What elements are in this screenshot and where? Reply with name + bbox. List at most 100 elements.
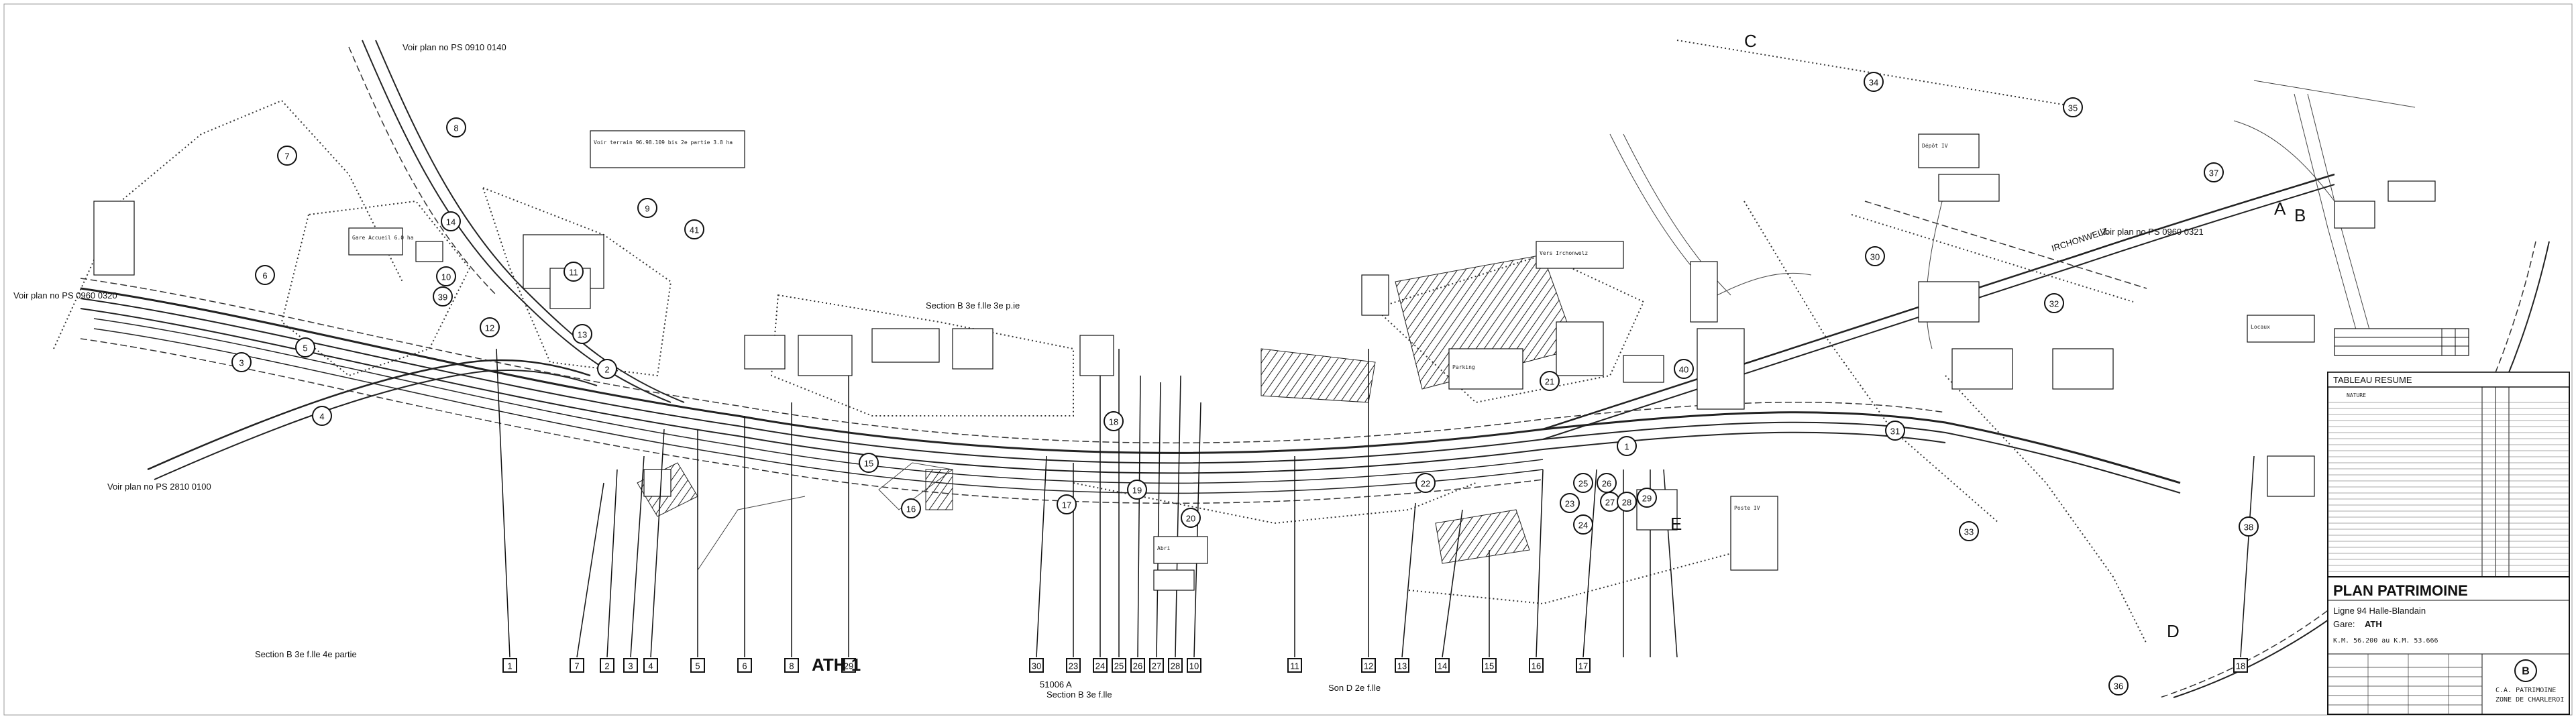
section-letter-a: A xyxy=(2274,199,2286,219)
parcel-circle-14: 14 xyxy=(441,211,461,231)
parcel-circle-10: 10 xyxy=(436,266,456,286)
reference-square-number: 23 xyxy=(1069,661,1078,671)
parcel-circle-30: 30 xyxy=(1865,246,1885,266)
callout-text-4: Parking xyxy=(1452,364,1475,370)
parcel-circle-number: 23 xyxy=(1565,499,1574,509)
parcel-circle-number: 25 xyxy=(1578,479,1588,489)
section-letter-e: E xyxy=(1670,514,1682,534)
parcel-circle-number: 29 xyxy=(1642,494,1652,504)
parcel-circle-shape xyxy=(480,317,500,337)
reference-square-27: 27 xyxy=(1149,658,1164,673)
reference-square-number: 10 xyxy=(1189,661,1199,671)
plan-gare: ATH xyxy=(2365,619,2382,629)
reference-square-number: 27 xyxy=(1152,661,1161,671)
see-plan-ref-1: Voir plan no PS 0960 0320 xyxy=(13,290,117,300)
callout-text-8: Abri xyxy=(1157,545,1170,551)
reference-square-shape xyxy=(1187,658,1201,673)
parcel-circle-9: 9 xyxy=(637,198,657,218)
tableau-resume: TABLEAU RESUME NATURE xyxy=(2327,372,2570,577)
parcel-circle-shape xyxy=(1674,359,1694,379)
reference-square-number: 11 xyxy=(1290,661,1299,671)
parcel-circle-24: 24 xyxy=(1573,514,1593,535)
parcel-circle-number: 16 xyxy=(906,504,916,514)
tableau-col-nature: NATURE xyxy=(2347,392,2366,398)
parcel-circle-number: 26 xyxy=(1602,479,1611,489)
reference-square-number: 25 xyxy=(1114,661,1124,671)
plan-title: PLAN PATRIMOINE xyxy=(2333,582,2468,599)
parcel-circle-number: 18 xyxy=(1109,417,1118,427)
reference-square-30: 30 xyxy=(1029,658,1044,673)
parcel-circle-number: 12 xyxy=(485,323,494,333)
reference-square-shape xyxy=(737,658,752,673)
parcel-circle-number: 20 xyxy=(1186,514,1195,524)
reference-square-number: 12 xyxy=(1364,661,1373,671)
section-label-4: Son D 2e f.lle xyxy=(1328,683,1381,693)
parcel-circle-shape xyxy=(231,352,252,372)
parcel-circle-number: 34 xyxy=(1869,78,1878,88)
parcel-circle-shape xyxy=(1617,436,1637,456)
reference-square-shape xyxy=(1149,658,1164,673)
station-ref: 51006 A xyxy=(1040,679,1072,689)
reference-square-number: 8 xyxy=(789,661,794,671)
parcel-circle-shape xyxy=(441,211,461,231)
reference-square-26: 26 xyxy=(1130,658,1145,673)
parcel-circle-8: 8 xyxy=(446,117,466,137)
reference-square-shape xyxy=(643,658,658,673)
buildings xyxy=(523,234,1604,497)
parcel-circle-27: 27 xyxy=(1600,492,1620,512)
parcel-circle-shape xyxy=(1959,521,1979,541)
parcel-circle-17: 17 xyxy=(1057,494,1077,514)
reference-square-number: 2 xyxy=(604,661,609,671)
parcel-circle-33: 33 xyxy=(1959,521,1979,541)
section-label-3: Section B 3e f.lle xyxy=(1046,689,1112,700)
reference-leader-lines xyxy=(496,348,2255,658)
parcel-circle-shape xyxy=(572,324,592,344)
reference-square-shape xyxy=(1482,658,1497,673)
reference-square-shape xyxy=(784,658,799,673)
parcel-circle-shape xyxy=(1127,480,1147,500)
callout-text-3: Vers Irchonwelz xyxy=(1540,250,1588,256)
see-plan-ref-4: Voir plan no PS 0960 0321 xyxy=(2100,227,2204,237)
reference-square-8: 8 xyxy=(784,658,799,673)
section-label-1: Section B 3e f.lle 3e p.ie xyxy=(926,300,1020,311)
reference-square-number: 13 xyxy=(1397,661,1407,671)
reference-square-shape xyxy=(1029,658,1044,673)
parcel-circle-7: 7 xyxy=(277,146,297,166)
parcel-circle-number: 36 xyxy=(2114,681,2123,692)
parcel-circle-shape xyxy=(295,337,315,357)
parcel-circle-21: 21 xyxy=(1540,371,1560,391)
parcel-circle-shape xyxy=(1573,514,1593,535)
station-label: ATH 1 xyxy=(812,655,861,675)
reference-square-number: 17 xyxy=(1578,661,1588,671)
reference-square-28: 28 xyxy=(1168,658,1183,673)
parcel-circle-shape xyxy=(1057,494,1077,514)
parcel-circle-16: 16 xyxy=(901,498,921,518)
callout-text-6: Dépôt IV xyxy=(1922,142,1948,149)
callout-boxes xyxy=(93,130,2449,591)
parcel-circle-shape xyxy=(312,406,332,426)
reference-square-shape xyxy=(1066,658,1081,673)
parcel-circle-shape xyxy=(597,359,617,379)
callout-text-7: Locaux xyxy=(2251,324,2270,330)
title-block: PLAN PATRIMOINE Ligne 94 Halle-Blandain … xyxy=(2327,576,2570,715)
see-plan-ref-2: Voir plan no PS 0910 0140 xyxy=(402,42,506,52)
reference-square-7: 7 xyxy=(570,658,584,673)
company-line-1: C.A. PATRIMOINE xyxy=(2496,687,2556,694)
parcel-circle-number: 37 xyxy=(2209,168,2218,178)
reference-square-number: 29 xyxy=(844,661,853,671)
reference-square-number: 3 xyxy=(628,661,633,671)
reference-square-number: 1 xyxy=(507,661,512,671)
reference-square-13: 13 xyxy=(1395,658,1409,673)
parcel-circle-number: 21 xyxy=(1545,377,1554,387)
reference-square-shape xyxy=(1529,658,1544,673)
parcel-circle-number: 24 xyxy=(1578,520,1588,531)
parcel-circle-shape xyxy=(2044,293,2064,313)
parcel-circle-number: 38 xyxy=(2244,522,2253,533)
reference-square-3: 3 xyxy=(623,658,638,673)
parcel-circle-shape xyxy=(1617,492,1637,512)
parcel-circle-number: 33 xyxy=(1964,527,1974,537)
reference-square-number: 18 xyxy=(2236,661,2245,671)
parcel-circle-shape xyxy=(684,219,704,239)
parcel-circle-shape xyxy=(2204,162,2224,182)
